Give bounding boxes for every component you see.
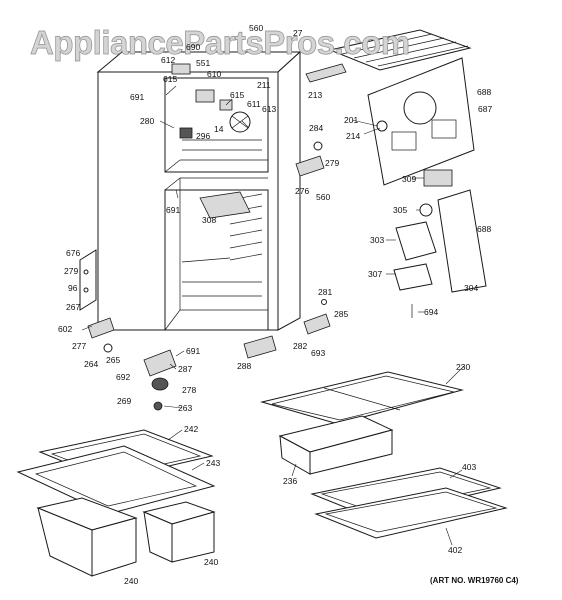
roller-wheel [151, 377, 169, 391]
callout-27: 27 [293, 28, 303, 38]
callout-560: 560 [316, 192, 330, 202]
bracket-288 [243, 335, 277, 359]
callout-305: 305 [393, 205, 407, 215]
callout-240: 240 [124, 576, 138, 586]
control-box [179, 127, 193, 139]
callout-309: 309 [402, 174, 416, 184]
crisper-drawer-left [36, 497, 138, 577]
callout-611: 611 [247, 99, 261, 109]
callout-96: 96 [68, 283, 78, 293]
fan-mount [171, 63, 191, 75]
hinge-bracket-left [79, 249, 97, 311]
callout-201: 201 [344, 115, 358, 125]
label-309 [423, 169, 453, 187]
art-number: (ART NO. WR19760 C4) [430, 576, 519, 585]
callout-285: 285 [334, 309, 348, 319]
callout-610: 610 [207, 69, 221, 79]
callout-688: 688 [477, 224, 491, 234]
roller-bracket [143, 349, 177, 377]
callout-615: 615 [163, 74, 177, 84]
housing-303 [395, 221, 437, 261]
callout-242: 242 [184, 424, 198, 434]
lower-hinge [87, 317, 115, 339]
callout-211: 211 [257, 80, 271, 90]
callout-213: 213 [308, 90, 322, 100]
cabinet [96, 50, 302, 331]
callout-276: 276 [295, 186, 309, 196]
callout-694: 694 [424, 307, 438, 317]
glass-shelf-230 [260, 371, 464, 425]
callout-691: 691 [130, 92, 144, 102]
callout-284: 284 [309, 123, 323, 133]
callout-612: 612 [161, 55, 175, 65]
callout-402: 402 [448, 545, 462, 555]
callout-308: 308 [202, 215, 216, 225]
screw-281 [321, 299, 327, 305]
callout-282: 282 [293, 341, 307, 351]
rail-213 [305, 63, 347, 83]
callout-560: 560 [249, 23, 263, 33]
air-duct-308 [199, 191, 251, 219]
callout-287: 287 [178, 364, 192, 374]
bracket-279 [295, 155, 325, 177]
shelf-frame-402 [314, 487, 508, 539]
leader-lines [81, 85, 465, 546]
callout-602: 602 [58, 324, 72, 334]
callout-230: 230 [456, 362, 470, 372]
callout-279: 279 [325, 158, 339, 168]
callout-279: 279 [64, 266, 78, 276]
callout-691: 691 [186, 346, 200, 356]
screw-265 [103, 343, 113, 353]
callout-692: 692 [116, 372, 130, 382]
callout-688: 688 [477, 87, 491, 97]
callout-288: 288 [237, 361, 251, 371]
callout-304: 304 [464, 283, 478, 293]
callout-214: 214 [346, 131, 360, 141]
callout-615: 615 [230, 90, 244, 100]
callout-265: 265 [106, 355, 120, 365]
callout-281: 281 [318, 287, 332, 297]
callout-303: 303 [370, 235, 384, 245]
callout-277: 277 [72, 341, 86, 351]
rear-panel-201 [367, 57, 475, 186]
callout-296: 296 [196, 131, 210, 141]
bracket-282 [303, 313, 331, 335]
callout-240: 240 [204, 557, 218, 567]
cover-304 [437, 189, 487, 293]
callout-551: 551 [196, 58, 210, 68]
foot-263 [153, 401, 163, 411]
crisper-drawer-right [142, 501, 216, 563]
callout-243: 243 [206, 458, 220, 468]
callout-278: 278 [182, 385, 196, 395]
callout-269: 269 [117, 396, 131, 406]
callout-613: 613 [262, 104, 276, 114]
callout-403: 403 [462, 462, 476, 472]
base-307 [393, 263, 433, 291]
callout-307: 307 [368, 269, 382, 279]
callout-267: 267 [66, 302, 80, 312]
callout-676: 676 [66, 248, 80, 258]
callout-14: 14 [214, 124, 224, 134]
callout-264: 264 [84, 359, 98, 369]
callout-687: 687 [478, 104, 492, 114]
knob-305 [419, 203, 433, 217]
callout-690: 690 [186, 42, 200, 52]
callout-693: 693 [311, 348, 325, 358]
crisper-pan-236 [278, 415, 394, 475]
cap-284 [313, 141, 323, 151]
callout-263: 263 [178, 403, 192, 413]
callout-691: 691 [166, 205, 180, 215]
watermark: AppliancePartsPros.com [30, 24, 410, 61]
callout-236: 236 [283, 476, 297, 486]
callout-280: 280 [140, 116, 154, 126]
callouts: 560 27 690 612 551 615 610 691 211 615 6… [58, 23, 492, 586]
freezer-wire-shelf [328, 29, 472, 71]
